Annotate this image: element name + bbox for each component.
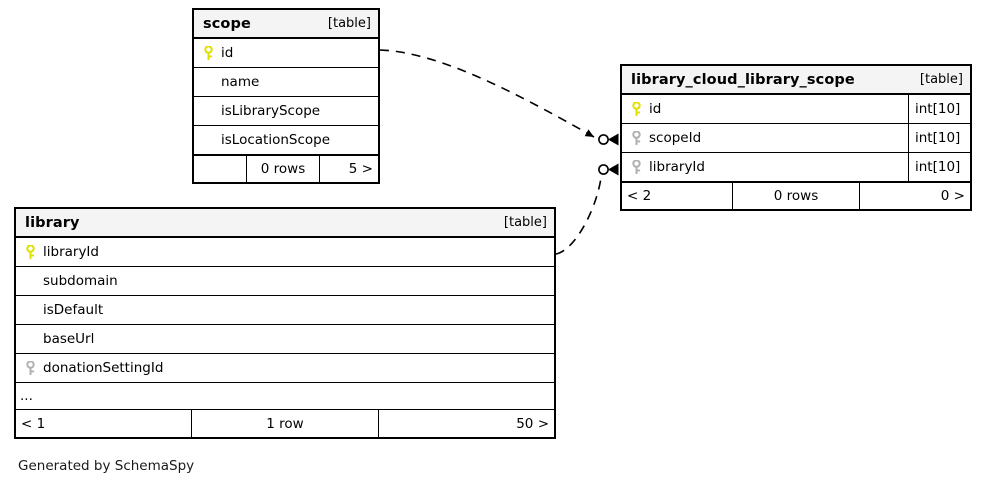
column-name: scopeId <box>649 130 702 146</box>
prev-page-button[interactable]: < 2 <box>627 188 652 204</box>
column-name-cell: libraryId <box>16 238 554 266</box>
table-header-library: library [table] <box>16 209 554 238</box>
column-row-name[interactable]: name <box>194 68 378 97</box>
foreign-key-icon <box>22 360 39 376</box>
column-row-islibraryscope[interactable]: isLibraryScope <box>194 97 378 126</box>
prev-page-button[interactable]: < 1 <box>21 415 46 432</box>
column-type: int[10] <box>908 153 970 181</box>
primary-key-icon <box>22 244 39 260</box>
table-footer-library-cloud-library-scope: < 2 0 rows 0 > <box>622 182 970 209</box>
primary-key-icon <box>628 101 645 117</box>
column-row-scopeid[interactable]: scopeId int[10] <box>622 124 970 153</box>
table-kind-label: [table] <box>503 215 547 230</box>
primary-key-icon <box>200 45 217 61</box>
table-kind-label: [table] <box>919 72 963 87</box>
row-count-label: 0 rows <box>732 183 860 209</box>
prev-page-button[interactable] <box>194 156 246 182</box>
more-columns-indicator: ... <box>16 383 554 410</box>
next-page-button[interactable]: 5 > <box>348 161 373 177</box>
column-name-cell: isDefault <box>16 296 554 324</box>
table-title: scope <box>203 15 251 32</box>
column-name: isLocationScope <box>221 132 331 148</box>
table-library[interactable]: library [table] libraryId subdomain <box>14 207 556 439</box>
column-name-cell: subdomain <box>16 267 554 295</box>
table-header-scope: scope [table] <box>194 10 378 39</box>
column-name-cell: libraryId <box>622 153 908 181</box>
generated-by-note: Generated by SchemaSpy <box>18 458 195 474</box>
column-row-islocationscope[interactable]: isLocationScope <box>194 126 378 155</box>
foreign-key-icon <box>628 159 645 175</box>
table-library-cloud-library-scope[interactable]: library_cloud_library_scope [table] id i… <box>620 64 972 211</box>
column-name: isLibraryScope <box>221 103 321 119</box>
table-footer-scope: 0 rows 5 > <box>194 155 378 182</box>
column-name-cell: id <box>194 39 378 67</box>
column-name-cell: donationSettingId <box>16 354 554 382</box>
next-page-button[interactable]: 50 > <box>516 415 549 432</box>
column-row-isdefault[interactable]: isDefault <box>16 296 554 325</box>
row-count-label: 0 rows <box>246 156 320 182</box>
table-scope[interactable]: scope [table] id name <box>192 8 380 184</box>
column-row-donationsettingid[interactable]: donationSettingId <box>16 354 554 383</box>
column-type: int[10] <box>908 95 970 123</box>
column-row-id[interactable]: id int[10] <box>622 95 970 124</box>
column-name: baseUrl <box>43 331 95 347</box>
column-name: name <box>221 74 260 90</box>
column-row-libraryid[interactable]: libraryId int[10] <box>622 153 970 182</box>
column-name: subdomain <box>43 273 118 289</box>
column-name: id <box>221 45 234 61</box>
table-title: library_cloud_library_scope <box>631 71 855 88</box>
column-name: libraryId <box>649 159 705 175</box>
table-kind-label: [table] <box>327 16 371 31</box>
column-name-cell: baseUrl <box>16 325 554 353</box>
column-name: isDefault <box>43 302 104 318</box>
column-name: id <box>649 101 662 117</box>
column-name-cell: isLibraryScope <box>194 97 378 125</box>
table-header-library-cloud-library-scope: library_cloud_library_scope [table] <box>622 66 970 95</box>
table-title: library <box>25 214 80 231</box>
column-row-subdomain[interactable]: subdomain <box>16 267 554 296</box>
column-name: libraryId <box>43 244 99 260</box>
column-row-id[interactable]: id <box>194 39 378 68</box>
column-name: donationSettingId <box>43 360 164 376</box>
column-name-cell: id <box>622 95 908 123</box>
column-row-baseurl[interactable]: baseUrl <box>16 325 554 354</box>
table-footer-library: < 1 1 row 50 > <box>16 410 554 437</box>
relationship-scope-id-to-scopeid <box>379 49 619 146</box>
column-row-libraryid[interactable]: libraryId <box>16 238 554 267</box>
column-type: int[10] <box>908 124 970 152</box>
relationship-library-libraryid-to-libraryid <box>555 163 619 255</box>
column-name-cell: name <box>194 68 378 96</box>
foreign-key-icon <box>628 130 645 146</box>
column-name-cell: isLocationScope <box>194 126 378 154</box>
row-count-label: 1 row <box>191 410 379 437</box>
next-page-button[interactable]: 0 > <box>940 188 965 204</box>
column-name-cell: scopeId <box>622 124 908 152</box>
